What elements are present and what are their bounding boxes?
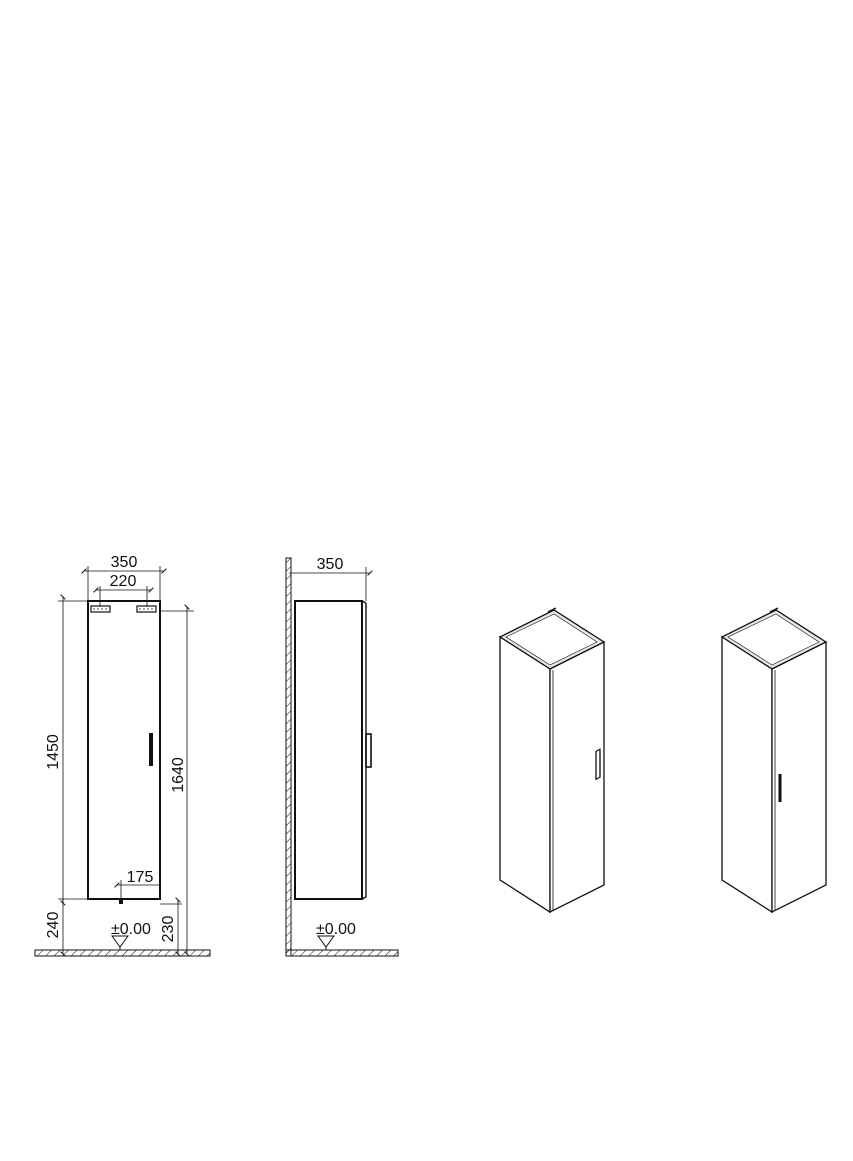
iso-view-left-handle: [720, 607, 828, 914]
iso-view-right-handle: [498, 607, 606, 914]
dim-body-height: 1450: [45, 594, 88, 906]
dim-total-height-label: 1640: [170, 757, 187, 793]
iso1-left-face: [499, 635, 551, 914]
mounting-bracket-right: [136, 605, 157, 613]
iso1-door-handle: [595, 748, 601, 781]
side-cabinet-body: [294, 600, 363, 900]
dim-side-depth: 350: [289, 556, 373, 601]
side-wall: [285, 557, 292, 957]
dim-bottom-offset: 230: [160, 897, 182, 957]
side-door-handle: [365, 733, 372, 768]
front-door-handle: [149, 733, 153, 766]
dim-floor-clearance: 240: [45, 899, 88, 957]
front-level-label: ±0.00: [111, 921, 151, 938]
mounting-bracket-left: [90, 605, 111, 613]
front-cabinet-body: [87, 600, 161, 900]
side-floor: [285, 949, 399, 957]
front-view: 350 220 1450 240 1640: [34, 554, 211, 957]
front-floor: [34, 949, 211, 957]
side-level-label: ±0.00: [316, 921, 356, 938]
dim-bracket-spacing-label: 220: [110, 573, 137, 590]
dim-foot-position: 175: [114, 869, 160, 899]
side-view: 350 ±0.00: [285, 556, 399, 957]
iso1-front-face: [549, 640, 605, 914]
iso2-front-face: [771, 640, 827, 914]
dim-foot-position-label: 175: [127, 869, 154, 886]
dim-front-width: 350: [81, 554, 167, 601]
dim-bracket-spacing: 220: [93, 573, 154, 607]
dim-front-width-label: 350: [111, 554, 138, 571]
iso2-left-face: [721, 635, 773, 914]
dim-side-depth-label: 350: [317, 556, 344, 573]
dim-floor-clearance-label: 240: [45, 912, 62, 939]
side-level-marker: ±0.00: [316, 921, 356, 950]
dim-total-height: 1640: [160, 604, 194, 957]
front-foot: [119, 899, 123, 904]
dim-body-height-label: 1450: [45, 734, 62, 770]
dim-bottom-offset-label: 230: [160, 916, 177, 943]
front-level-marker: ±0.00: [111, 921, 151, 950]
